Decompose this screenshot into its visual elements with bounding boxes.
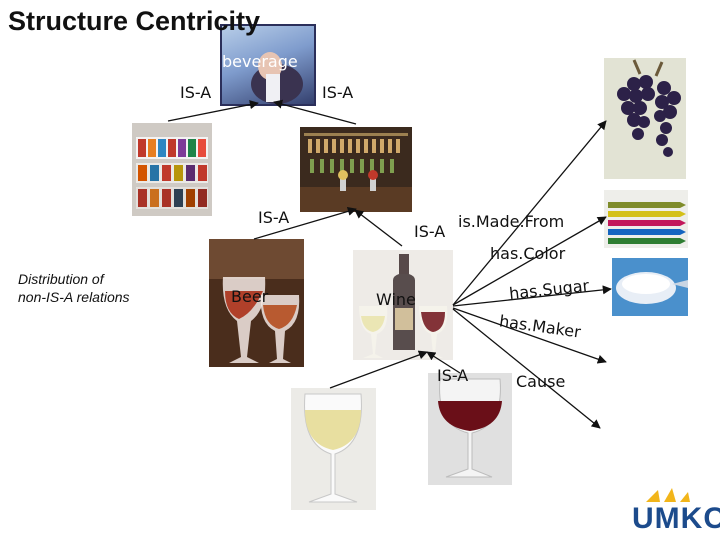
isa-bottom-label: IS-A xyxy=(437,366,468,385)
bar-image xyxy=(300,127,412,212)
has-sugar-label: has.Sugar xyxy=(508,276,590,303)
umkc-logo-text: UMKC xyxy=(632,502,720,536)
beer-label: Beer xyxy=(231,287,268,306)
grapes-image xyxy=(604,58,686,179)
white-wine-glass-image xyxy=(291,388,376,510)
has-color-label: has.Color xyxy=(490,244,565,263)
umkc-logo: UMKC xyxy=(630,488,714,534)
crayons-image xyxy=(604,190,688,248)
is-made-from-label: is.Made.From xyxy=(458,212,564,231)
isa-wine-arrow xyxy=(355,210,402,246)
distribution-note: Distribution of non-IS-A relations xyxy=(18,270,130,306)
note-line-1: Distribution of xyxy=(18,270,130,288)
sugar-image xyxy=(612,258,688,316)
vending-machine-image xyxy=(132,123,212,216)
note-line-2: non-IS-A relations xyxy=(18,288,130,306)
beverage-label: beverage xyxy=(222,52,298,71)
isa-wine-label: IS-A xyxy=(414,222,445,241)
cause-label: Cause xyxy=(516,372,565,391)
has-maker-label: has.Maker xyxy=(498,311,582,341)
isa-left-label: IS-A xyxy=(180,83,211,102)
slide-title: Structure Centricity xyxy=(8,6,260,37)
red-wine-glass-image xyxy=(428,373,512,485)
wine-label: Wine xyxy=(376,290,416,309)
isa-right-label: IS-A xyxy=(322,83,353,102)
isa-beer-label: IS-A xyxy=(258,208,289,227)
